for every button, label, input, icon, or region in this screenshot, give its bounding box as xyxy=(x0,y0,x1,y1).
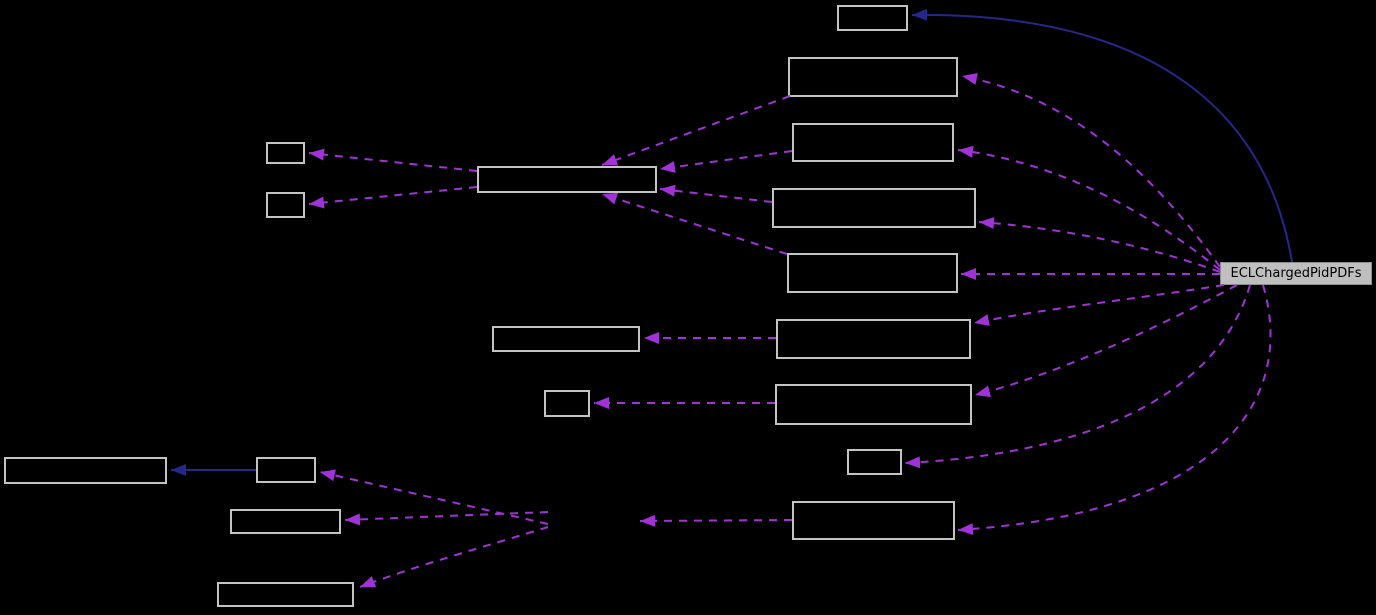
box-d[interactable] xyxy=(787,253,958,293)
truncation-node xyxy=(548,505,636,538)
box-a[interactable] xyxy=(788,57,958,97)
bottom-left-low[interactable] xyxy=(217,582,354,607)
bottom-left-small[interactable] xyxy=(256,457,316,483)
left-box-2[interactable] xyxy=(266,192,305,218)
box-f[interactable] xyxy=(775,384,972,425)
box-b[interactable] xyxy=(792,123,954,162)
box-c[interactable] xyxy=(772,188,976,228)
main-node-label: ECLChargedPidPDFs xyxy=(1230,266,1362,281)
bottom-left-wide[interactable] xyxy=(4,457,167,484)
small-box[interactable] xyxy=(544,390,590,417)
left-box-1[interactable] xyxy=(266,142,305,164)
central-box[interactable] xyxy=(477,166,657,193)
mid-box[interactable] xyxy=(492,326,640,352)
box-e[interactable] xyxy=(776,319,971,359)
bottom-left-mid[interactable] xyxy=(230,509,341,534)
top-box[interactable] xyxy=(837,5,908,31)
box-g[interactable] xyxy=(847,449,902,475)
main-node[interactable]: ECLChargedPidPDFs xyxy=(1220,262,1372,285)
box-h[interactable] xyxy=(792,501,955,540)
